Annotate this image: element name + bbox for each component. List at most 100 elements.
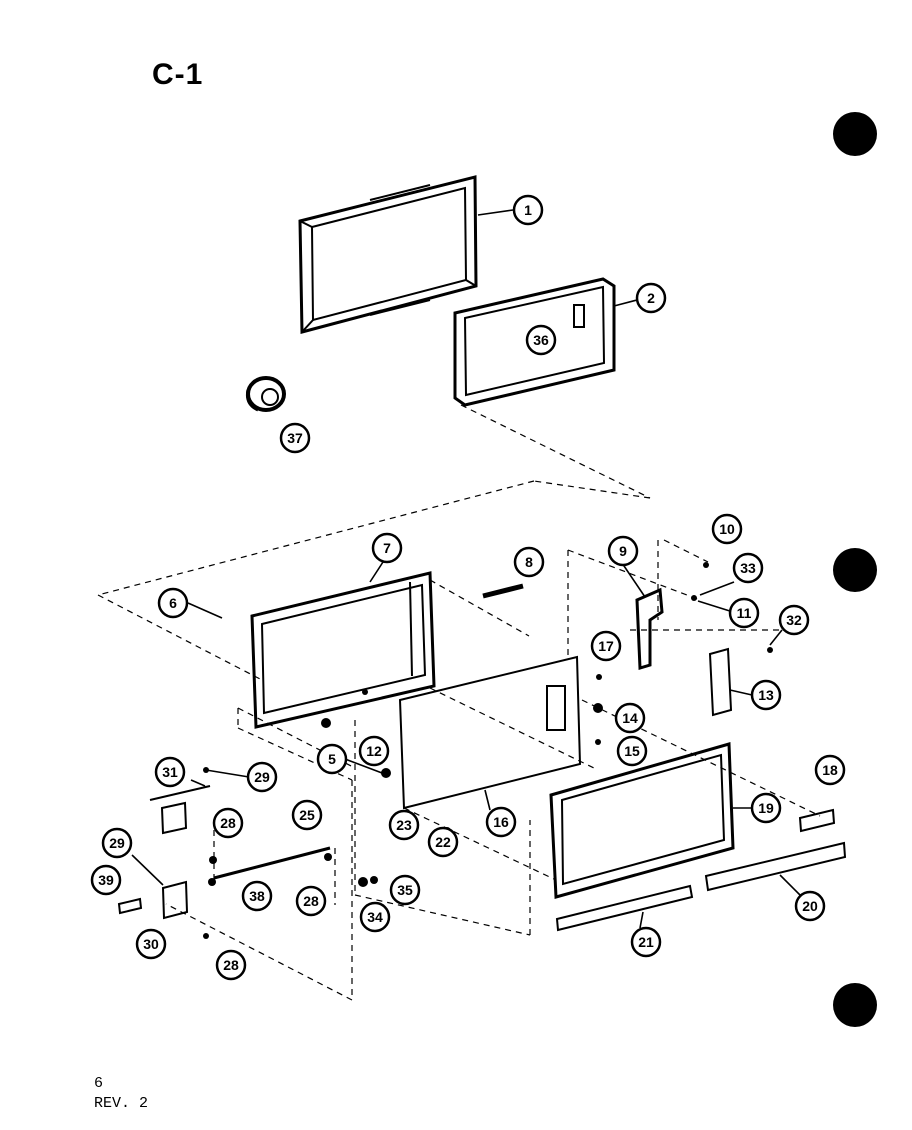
part-frame-top	[298, 175, 478, 334]
callout-circle	[630, 926, 662, 958]
callout-circle	[135, 928, 167, 960]
callout-label: 7	[383, 540, 391, 556]
callout-circle	[778, 604, 810, 636]
callout-c31: 31	[154, 756, 186, 788]
callout-c14: 14	[614, 702, 646, 734]
callout-circle	[279, 422, 311, 454]
part-rod-36	[213, 846, 331, 880]
callout-circle	[371, 532, 403, 564]
revision-label: REV. 2	[94, 1095, 149, 1112]
callout-label: 16	[493, 814, 509, 830]
callout-label: 28	[303, 893, 319, 909]
binder-hole-top	[833, 112, 877, 156]
part-bracket-31	[149, 785, 211, 835]
callout-label: 22	[435, 834, 451, 850]
binder-hole-middle	[833, 548, 877, 592]
callout-c16: 16	[485, 806, 517, 838]
assembly-lines	[97, 404, 821, 1001]
callout-label: 5	[328, 751, 336, 767]
callout-label: 38	[249, 888, 265, 904]
callout-c6: 6	[157, 587, 189, 619]
callout-circle	[750, 679, 782, 711]
callout-label: 30	[143, 936, 159, 952]
callout-circle	[512, 194, 544, 226]
part-frame-19	[549, 742, 735, 899]
part-strip-21	[555, 884, 694, 932]
part-39	[117, 897, 143, 915]
callout-c34: 34	[359, 901, 391, 933]
callout-c8: 8	[513, 546, 545, 578]
callout-circle	[607, 535, 639, 567]
callout-c28c: 28	[215, 949, 247, 981]
callout-c5: 5	[316, 743, 348, 775]
part-18	[798, 808, 836, 833]
callout-label: 37	[287, 430, 303, 446]
callout-label: 29	[254, 769, 270, 785]
callout-circle	[291, 799, 323, 831]
callout-label: 33	[740, 560, 756, 576]
callout-circle	[215, 949, 247, 981]
callout-label: 34	[367, 909, 383, 925]
callout-label: 17	[598, 638, 614, 654]
callout-label: 23	[396, 817, 412, 833]
callout-c22: 22	[427, 826, 459, 858]
callout-c32: 32	[778, 604, 810, 636]
callout-c10a: 10	[711, 513, 743, 545]
callout-c20: 20	[794, 890, 826, 922]
callout-label: 8	[525, 554, 533, 570]
callout-circle	[513, 546, 545, 578]
callout-label: 19	[758, 800, 774, 816]
callout-circle	[241, 880, 273, 912]
callout-label: 10	[719, 521, 735, 537]
callout-label: 28	[220, 815, 236, 831]
callout-circle	[427, 826, 459, 858]
callout-label: 20	[802, 898, 818, 914]
callout-circle	[794, 890, 826, 922]
part-tray	[453, 277, 616, 407]
callout-circle	[246, 761, 278, 793]
callout-circle	[814, 754, 846, 786]
part-panel-16	[398, 655, 582, 810]
callout-circle	[614, 702, 646, 734]
callout-c25: 25	[291, 799, 323, 831]
callout-label: 13	[758, 687, 774, 703]
callout-label: 11	[737, 605, 752, 621]
callout-circle	[732, 552, 764, 584]
callout-label: 31	[162, 764, 178, 780]
callout-label: 36	[533, 332, 549, 348]
callout-circle	[750, 792, 782, 824]
callout-c2: 2	[635, 282, 667, 314]
callout-circle	[590, 630, 622, 662]
callout-circle	[485, 806, 517, 838]
callout-circle	[295, 885, 327, 917]
callout-c30: 30	[135, 928, 167, 960]
diagram-title: C-1	[152, 58, 204, 91]
callout-c19: 19	[750, 792, 782, 824]
callout-c7: 7	[371, 532, 403, 564]
part-knob	[246, 376, 286, 412]
callout-c37: 37	[279, 422, 311, 454]
callout-label: 6	[169, 595, 177, 611]
callout-label: 25	[299, 807, 315, 823]
callout-c23: 23	[388, 809, 420, 841]
callout-circle	[101, 827, 133, 859]
callout-circle	[635, 282, 667, 314]
callout-label: 28	[223, 957, 239, 973]
callout-circle	[525, 324, 557, 356]
callout-c15: 15	[616, 735, 648, 767]
callout-label: 14	[622, 710, 638, 726]
part-13	[708, 647, 733, 717]
part-frame-7	[250, 571, 436, 729]
callout-circle	[711, 513, 743, 545]
callout-c18: 18	[814, 754, 846, 786]
callout-c11: 11	[728, 597, 760, 629]
callout-label: 1	[524, 202, 532, 218]
callout-label: 21	[638, 934, 654, 950]
callout-c35: 35	[389, 874, 421, 906]
callout-label: 29	[109, 835, 125, 851]
callout-circle	[359, 901, 391, 933]
page-number: 6	[94, 1075, 104, 1092]
part-bracket-30	[161, 880, 189, 920]
callout-c39: 39	[90, 864, 122, 896]
